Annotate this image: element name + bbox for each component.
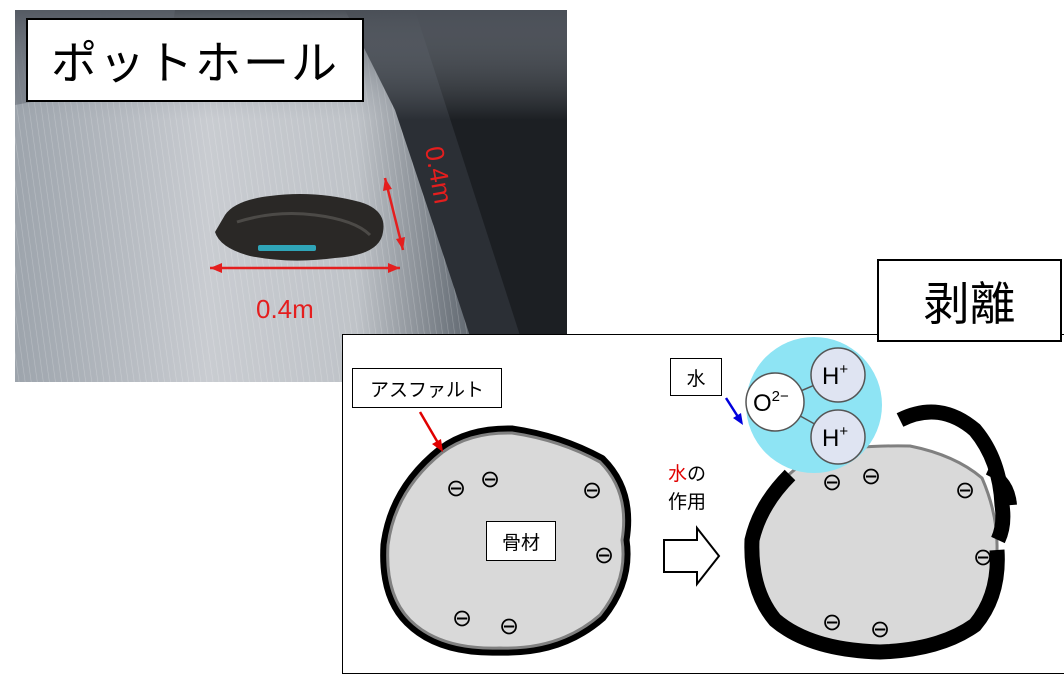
negative-charge: ⊖ [452,604,472,632]
svg-text:O2−: O2− [753,388,789,417]
negative-charge: ⊖ [973,543,993,571]
negative-charge: ⊖ [822,608,842,636]
action-arrow [663,525,721,587]
action-word: 作用 [667,491,706,513]
negative-charge: ⊖ [870,615,890,643]
negative-charge: ⊖ [499,612,519,640]
negative-charge: ⊖ [822,468,842,496]
water-label: 水 [670,358,722,396]
hydrogen-symbol: H [822,363,839,390]
peeling-title: 剥離 [877,259,1062,342]
water-action-text: 水の 作用 [652,460,722,516]
svg-text:H+: H+ [822,361,848,390]
aggregate-label: 骨材 [486,521,556,561]
vertical-dimension-arrow [383,177,405,251]
asphalt-label: アスファルト [352,368,502,408]
negative-charge: ⊖ [594,541,614,569]
svg-text:H+: H+ [822,423,848,452]
right-asphalt-coating [744,469,1005,660]
peeled-asphalt [896,404,1011,544]
water-word: 水 [667,463,687,485]
hydrogen-atom-bottom [810,409,866,465]
hydrogen-atom-top [810,347,866,403]
particle: の [687,463,707,485]
measuring-stick [258,245,316,251]
hydrogen-charge: + [839,423,848,440]
negative-charge: ⊖ [480,465,500,493]
oxygen-atom [745,372,805,432]
horizontal-dimension-label: 0.4m [256,294,314,324]
oxygen-charge: 2− [772,388,789,405]
negative-charge: ⊖ [582,476,602,504]
hydrogen-charge: + [839,361,848,378]
negative-charge: ⊖ [955,476,975,504]
pothole [215,194,384,261]
pothole-title: ポットホール [26,18,364,102]
oxygen-symbol: O [753,390,772,417]
negative-charge: ⊖ [861,462,881,490]
negative-charge: ⊖ [446,474,466,502]
hydrogen-symbol: H [822,425,839,452]
